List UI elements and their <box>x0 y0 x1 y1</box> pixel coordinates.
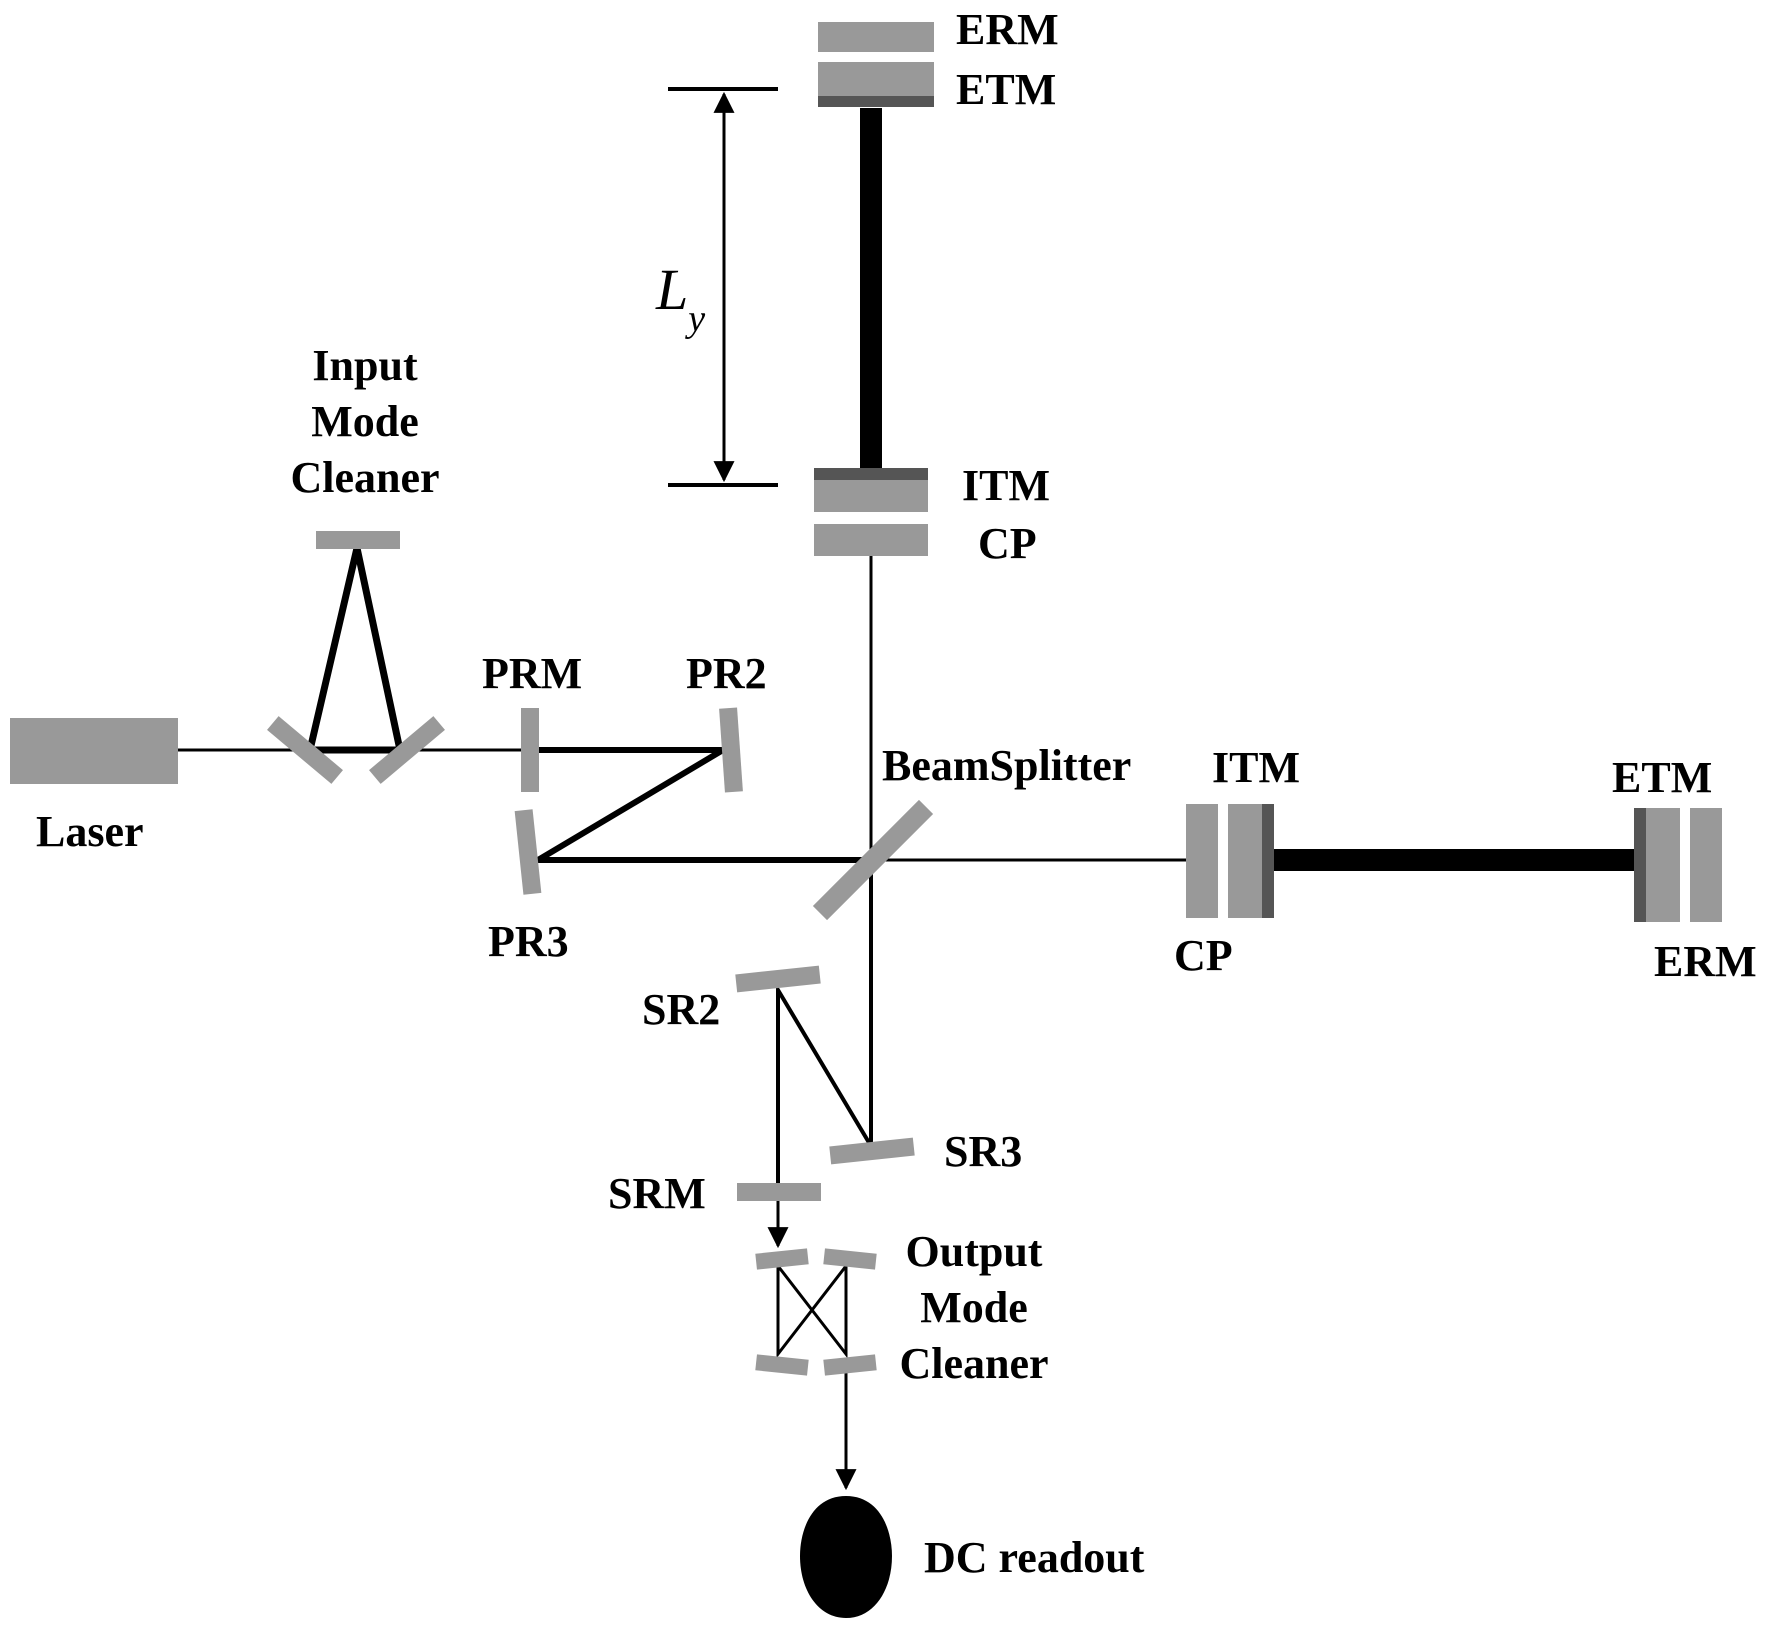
label-arm-length: Ly <box>655 257 705 340</box>
laser-source <box>10 718 178 784</box>
x-itm-mirror <box>1228 804 1262 918</box>
x-arm-optics <box>1186 804 1722 922</box>
beam-paths <box>178 108 1638 1491</box>
label-imc-line1: Input <box>312 341 418 390</box>
pr3-mirror <box>514 809 542 895</box>
omc-bottom-left-mirror <box>755 1354 809 1376</box>
label-sr2: SR2 <box>642 985 720 1034</box>
signal-recycling-optics <box>735 965 915 1201</box>
label-omc-line3: Cleaner <box>899 1339 1048 1388</box>
y-etm-coating <box>818 96 934 107</box>
y-erm-mirror <box>818 22 934 52</box>
label-y-erm: ERM <box>956 5 1059 54</box>
beam-prm-pr2-pr3 <box>527 747 868 863</box>
x-itm-coating <box>1262 804 1274 918</box>
x-etm-coating <box>1634 808 1646 922</box>
beam-sr-path <box>776 860 873 1190</box>
y-itm-coating <box>814 468 928 480</box>
srm-mirror <box>737 1183 821 1201</box>
label-beamsplitter: BeamSplitter <box>882 741 1131 790</box>
sr2-mirror <box>735 965 821 993</box>
label-imc-line3: Cleaner <box>290 453 439 502</box>
label-srm: SRM <box>608 1169 706 1218</box>
beam-omc-bowtie <box>776 1261 848 1359</box>
beam-imc-triangle <box>306 547 405 754</box>
imc-left-mirror <box>267 716 343 784</box>
x-etm-mirror <box>1646 808 1680 922</box>
input-mode-cleaner <box>267 531 445 784</box>
beamsplitter-optic <box>812 799 934 921</box>
label-prm: PRM <box>482 649 582 698</box>
photodetector <box>800 1496 892 1618</box>
label-x-itm: ITM <box>1212 743 1300 792</box>
label-pr2: PR2 <box>686 649 767 698</box>
label-imc-line2: Mode <box>311 397 419 446</box>
sr3-mirror <box>829 1137 915 1165</box>
label-y-cp: CP <box>978 519 1037 568</box>
omc-top-right-mirror <box>823 1248 877 1270</box>
label-arm-length-subscript: y <box>684 298 705 340</box>
label-y-itm: ITM <box>962 461 1050 510</box>
y-itm-mirror <box>814 480 928 512</box>
label-x-etm: ETM <box>1612 753 1712 802</box>
arm-length-marker <box>668 87 778 487</box>
label-sr3: SR3 <box>944 1127 1022 1176</box>
y-arm-optics <box>814 22 934 556</box>
imc-top-mirror <box>316 531 400 549</box>
power-recycling-optics <box>514 707 743 895</box>
x-cp-plate <box>1186 804 1218 918</box>
labels: ERM ETM Ly ITM CP Input Mode Cleaner PRM… <box>36 5 1757 1582</box>
label-omc-line1: Output <box>906 1227 1043 1276</box>
x-erm-mirror <box>1690 808 1722 922</box>
label-x-erm: ERM <box>1654 937 1757 986</box>
label-omc-line2: Mode <box>920 1283 1028 1332</box>
label-laser: Laser <box>36 807 144 856</box>
label-dc-readout: DC readout <box>924 1533 1145 1582</box>
y-etm-mirror <box>818 62 934 98</box>
label-pr3: PR3 <box>488 917 569 966</box>
output-mode-cleaner <box>755 1248 877 1376</box>
label-arm-length-symbol: L <box>655 257 688 322</box>
omc-bottom-right-mirror <box>823 1354 877 1376</box>
label-x-cp: CP <box>1174 931 1233 980</box>
omc-top-left-mirror <box>755 1248 809 1270</box>
pr2-mirror <box>719 707 743 793</box>
label-y-etm: ETM <box>956 65 1056 114</box>
imc-right-mirror <box>369 716 445 784</box>
prm-mirror <box>521 708 539 792</box>
y-cp-plate <box>814 524 928 556</box>
